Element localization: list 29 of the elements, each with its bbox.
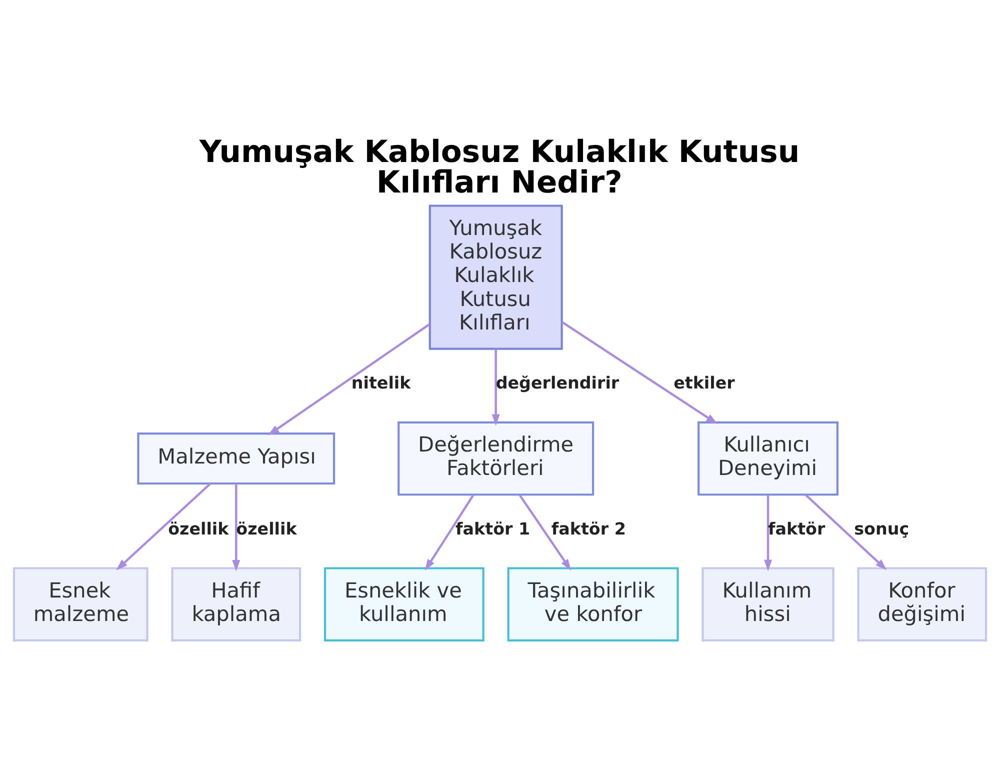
arrow [232,484,240,572]
node-box: Malzeme Yapısı [137,432,336,485]
node-box: Değerlendirme Faktörleri [398,421,594,496]
arrow [268,323,430,436]
node-box: Esnek malzeme [12,567,148,642]
node-box: Kullanım hissi [702,567,834,642]
node-box: Yumuşak Kablosuz Kulaklık Kutusu Kılıfları [428,204,563,350]
arrow [518,494,572,571]
edge-label: faktör 1 [456,519,530,538]
arrow [116,482,212,570]
edge-label: nitelik [351,374,411,393]
edge-label: özellik [236,519,297,538]
diagram-title: Yumuşak Kablosuz Kulaklık Kutusu Kılıfları Nedir? [199,135,800,201]
arrow [424,494,474,571]
edge-label: değerlendirir [496,374,620,393]
node-box: Konfor değişimi [857,567,988,642]
edge-label: etkiler [674,374,735,393]
edge-label: özellik [168,519,229,538]
arrow [804,494,887,570]
edge-label: faktör 2 [551,519,626,538]
edge-label: faktör [768,519,826,538]
arrow [561,321,718,424]
node-box: Taşınabilirlik ve konfor [507,567,679,642]
edge-label: sonuç [854,519,910,538]
arrow [492,349,500,426]
node-box: Hafif kaplama [171,567,302,642]
node-box: Esneklik ve kullanım [324,567,484,642]
node-box: Kullanıcı Deneyimi [698,421,838,496]
arrow [764,494,772,572]
